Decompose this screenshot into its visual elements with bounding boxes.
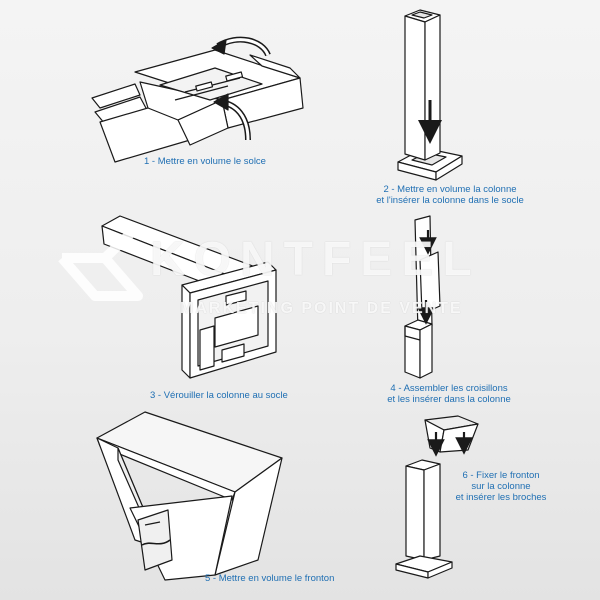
step6-fix-illustration [395,415,479,579]
step2-caption-line: et l'insérer la colonne dans le socle [376,195,524,206]
watermark-logo-mark [58,230,143,301]
step6-caption-line: et insérer les broches [455,492,547,503]
step2-column-illustration [397,9,463,181]
step4-cross-illustration [404,215,441,379]
step6-caption: 6 - Fixer le fronton sur la colonne et i… [446,470,556,503]
step5-pediment-illustration [96,411,283,581]
step6-caption-line: 6 - Fixer le fronton [462,470,540,481]
step4-caption-line: et les insérer dans la colonne [387,394,511,405]
step1-caption: 1 - Mettre en volume le solce [144,156,266,167]
step1-base-illustration [91,36,304,163]
watermark-tagline: MARKETING POINT DE VENTE [180,300,463,317]
step3-caption-line: 3 - Vérouiller la colonne au socle [150,390,288,401]
watermark-brand: KONTFEEL [150,233,481,286]
step4-caption: 4 - Assembler les croisillons et les ins… [375,383,523,405]
step4-caption-line: 4 - Assembler les croisillons [390,383,508,394]
step6-caption-line: sur la colonne [471,481,531,492]
step5-caption: 5 - Mettre en volume le fronton [205,573,334,584]
step5-caption-line: 5 - Mettre en volume le fronton [205,573,335,584]
step1-caption-line: 1 - Mettre en volume le solce [144,156,266,167]
step2-caption: 2 - Mettre en volume la colonne et l'ins… [370,184,530,206]
step3-lock-illustration [101,215,277,379]
step3-caption: 3 - Vérouiller la colonne au socle [150,390,288,401]
step2-caption-line: 2 - Mettre en volume la colonne [383,184,517,195]
